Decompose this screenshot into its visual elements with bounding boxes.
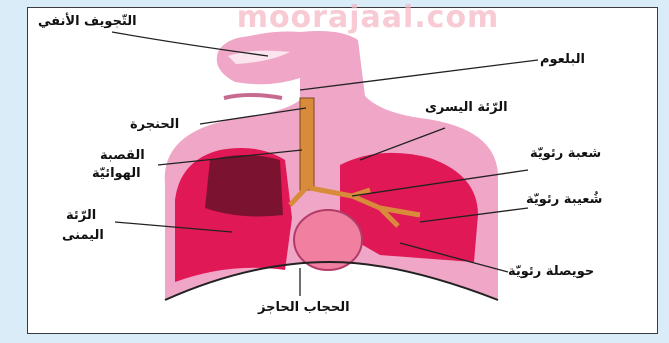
label-bronchus: شعبة رئويّة [530,146,601,161]
label-trachea-line2: الهوائيّة [92,166,141,181]
label-trachea-line1: القصبة [100,148,145,163]
label-right-lung-line1: الرّئة [66,208,96,223]
label-right-lung-line2: اليمنى [62,228,104,243]
trachea-shape [300,98,314,190]
mouth-shape [224,95,282,98]
label-bronchiole: شُعيبة رئويّة [526,192,602,207]
label-larynx: الحنجرة [130,117,179,132]
label-alveolus: حويصلة رئويّة [508,264,594,279]
right-lung-textured-upper [205,155,283,216]
label-diaphragm: الحجاب الحاجز [258,300,350,315]
label-pharynx: البلعوم [540,52,585,67]
heart-shape [294,210,362,270]
label-nasal-cavity: التّجويف الأنفي [38,14,137,29]
label-left-lung: الرّئة اليسرى [425,100,508,115]
